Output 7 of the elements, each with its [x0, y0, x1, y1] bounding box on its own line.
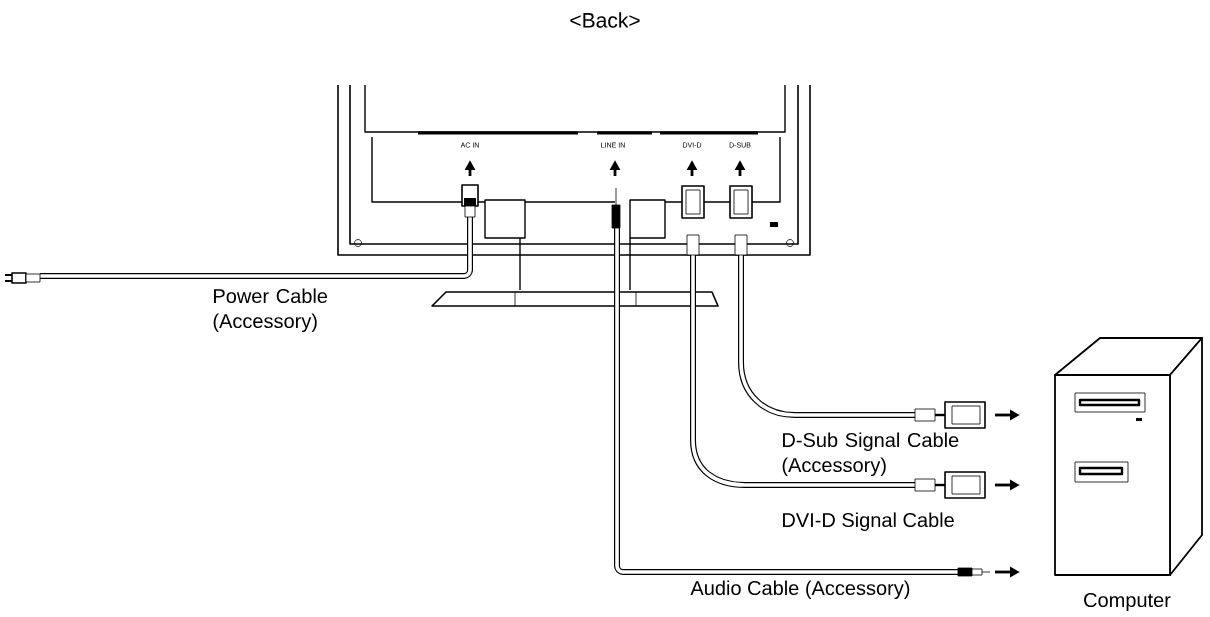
title: <Back>	[570, 12, 640, 28]
cable-label: D-Sub Signal Cable (Accessory)	[782, 432, 959, 477]
cable-label: Audio Cable (Accessory)	[690, 580, 910, 600]
computer-label: Computer	[1084, 592, 1171, 612]
cable-label: Power Cable (Accessory)	[213, 288, 328, 333]
cable-label: DVI-D Signal Cable	[783, 512, 954, 532]
computer-drawing	[1054, 337, 1203, 576]
